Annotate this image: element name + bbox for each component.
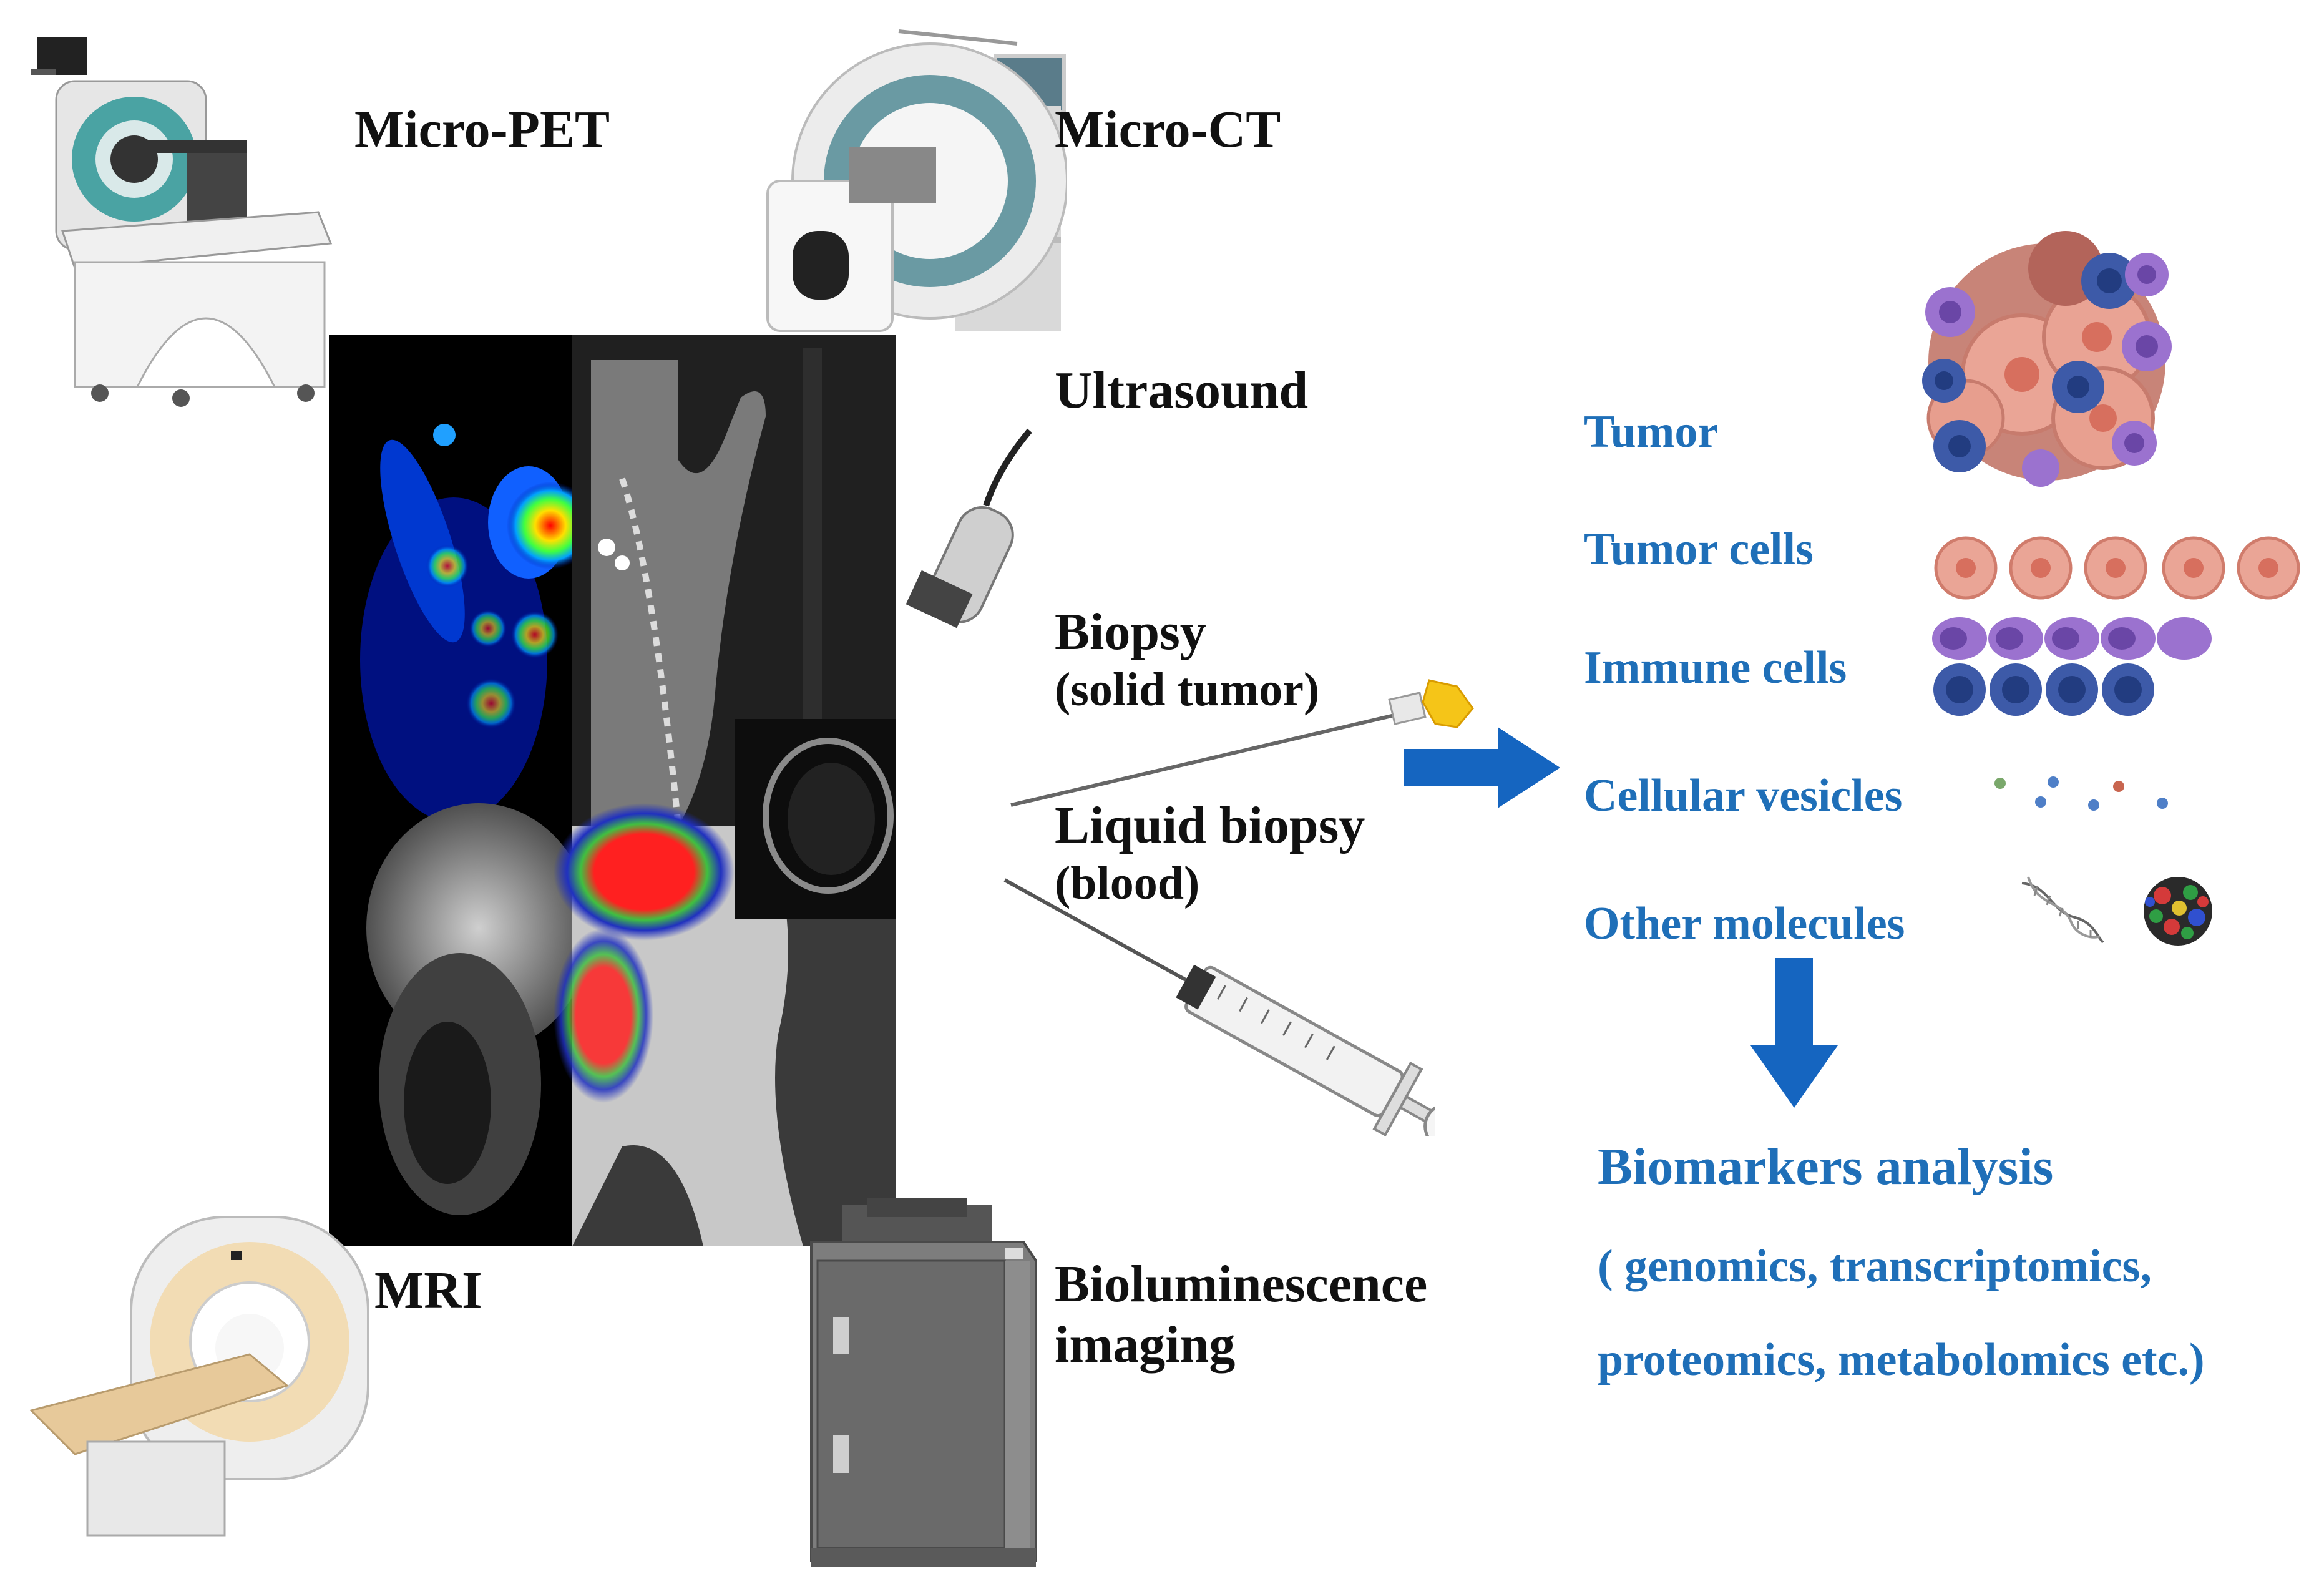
ultrasound-label: Ultrasound: [1055, 361, 1309, 419]
tumor-cells-label: Tumor cells: [1584, 524, 1814, 575]
bioluminescence-subtitle: imaging: [1055, 1315, 1236, 1374]
biopsy-label: Biopsy (solid tumor): [1055, 602, 1319, 717]
biomarkers-analysis-line1: ( genomics, transcriptomics,: [1598, 1241, 2152, 1292]
cellular-vesicles-label: Cellular vesicles: [1584, 770, 1903, 821]
down-arrow-icon: [1750, 958, 1838, 1108]
other-molecules-label: Other molecules: [1584, 898, 1905, 949]
bioluminescence-title: Bioluminescence: [1055, 1255, 1428, 1313]
immune-cells-label: Immune cells: [1584, 642, 1847, 693]
biomarkers-analysis-title: Biomarkers analysis: [1598, 1138, 2054, 1196]
micro-ct-label: Micro-CT: [1055, 100, 1281, 159]
micro-ct-scanner-icon: [749, 25, 1067, 337]
mri-scanner-icon: [25, 1205, 387, 1542]
ultrasound-probe-icon: [874, 424, 1048, 637]
biopsy-subtitle: (solid tumor): [1055, 663, 1320, 716]
liquid-biopsy-subtitle: (blood): [1055, 856, 1200, 909]
liquid-biopsy-title: Liquid biopsy: [1055, 796, 1365, 854]
liquid-biopsy-label: Liquid biopsy (blood): [1055, 796, 1365, 911]
imaging-collage: [329, 335, 896, 1246]
tumor-cluster-icon: [1897, 231, 2197, 493]
biomarkers-analysis-line2: proteomics, metabolomics etc.): [1598, 1334, 2205, 1386]
cellular-vesicles-icon: [1991, 771, 2178, 821]
mri-label: MRI: [374, 1261, 482, 1319]
protein-icon: [2134, 868, 2222, 955]
micro-pet-scanner-icon: [25, 25, 337, 418]
syringe-icon: [998, 868, 1435, 1136]
right-arrow-icon: [1404, 727, 1560, 808]
biopsy-title: Biopsy: [1055, 603, 1206, 661]
tumor-cells-icon: [1931, 534, 2306, 602]
bioluminescence-cabinet-icon: [799, 1198, 1048, 1573]
micro-pet-label: Micro-PET: [354, 100, 610, 159]
bioluminescence-label: Bioluminescence imaging: [1055, 1254, 1427, 1375]
dna-icon: [2019, 874, 2106, 949]
biopsy-needle-icon: [998, 662, 1498, 824]
immune-cells-icon: [1928, 615, 2228, 721]
tumor-label: Tumor: [1584, 406, 1719, 457]
